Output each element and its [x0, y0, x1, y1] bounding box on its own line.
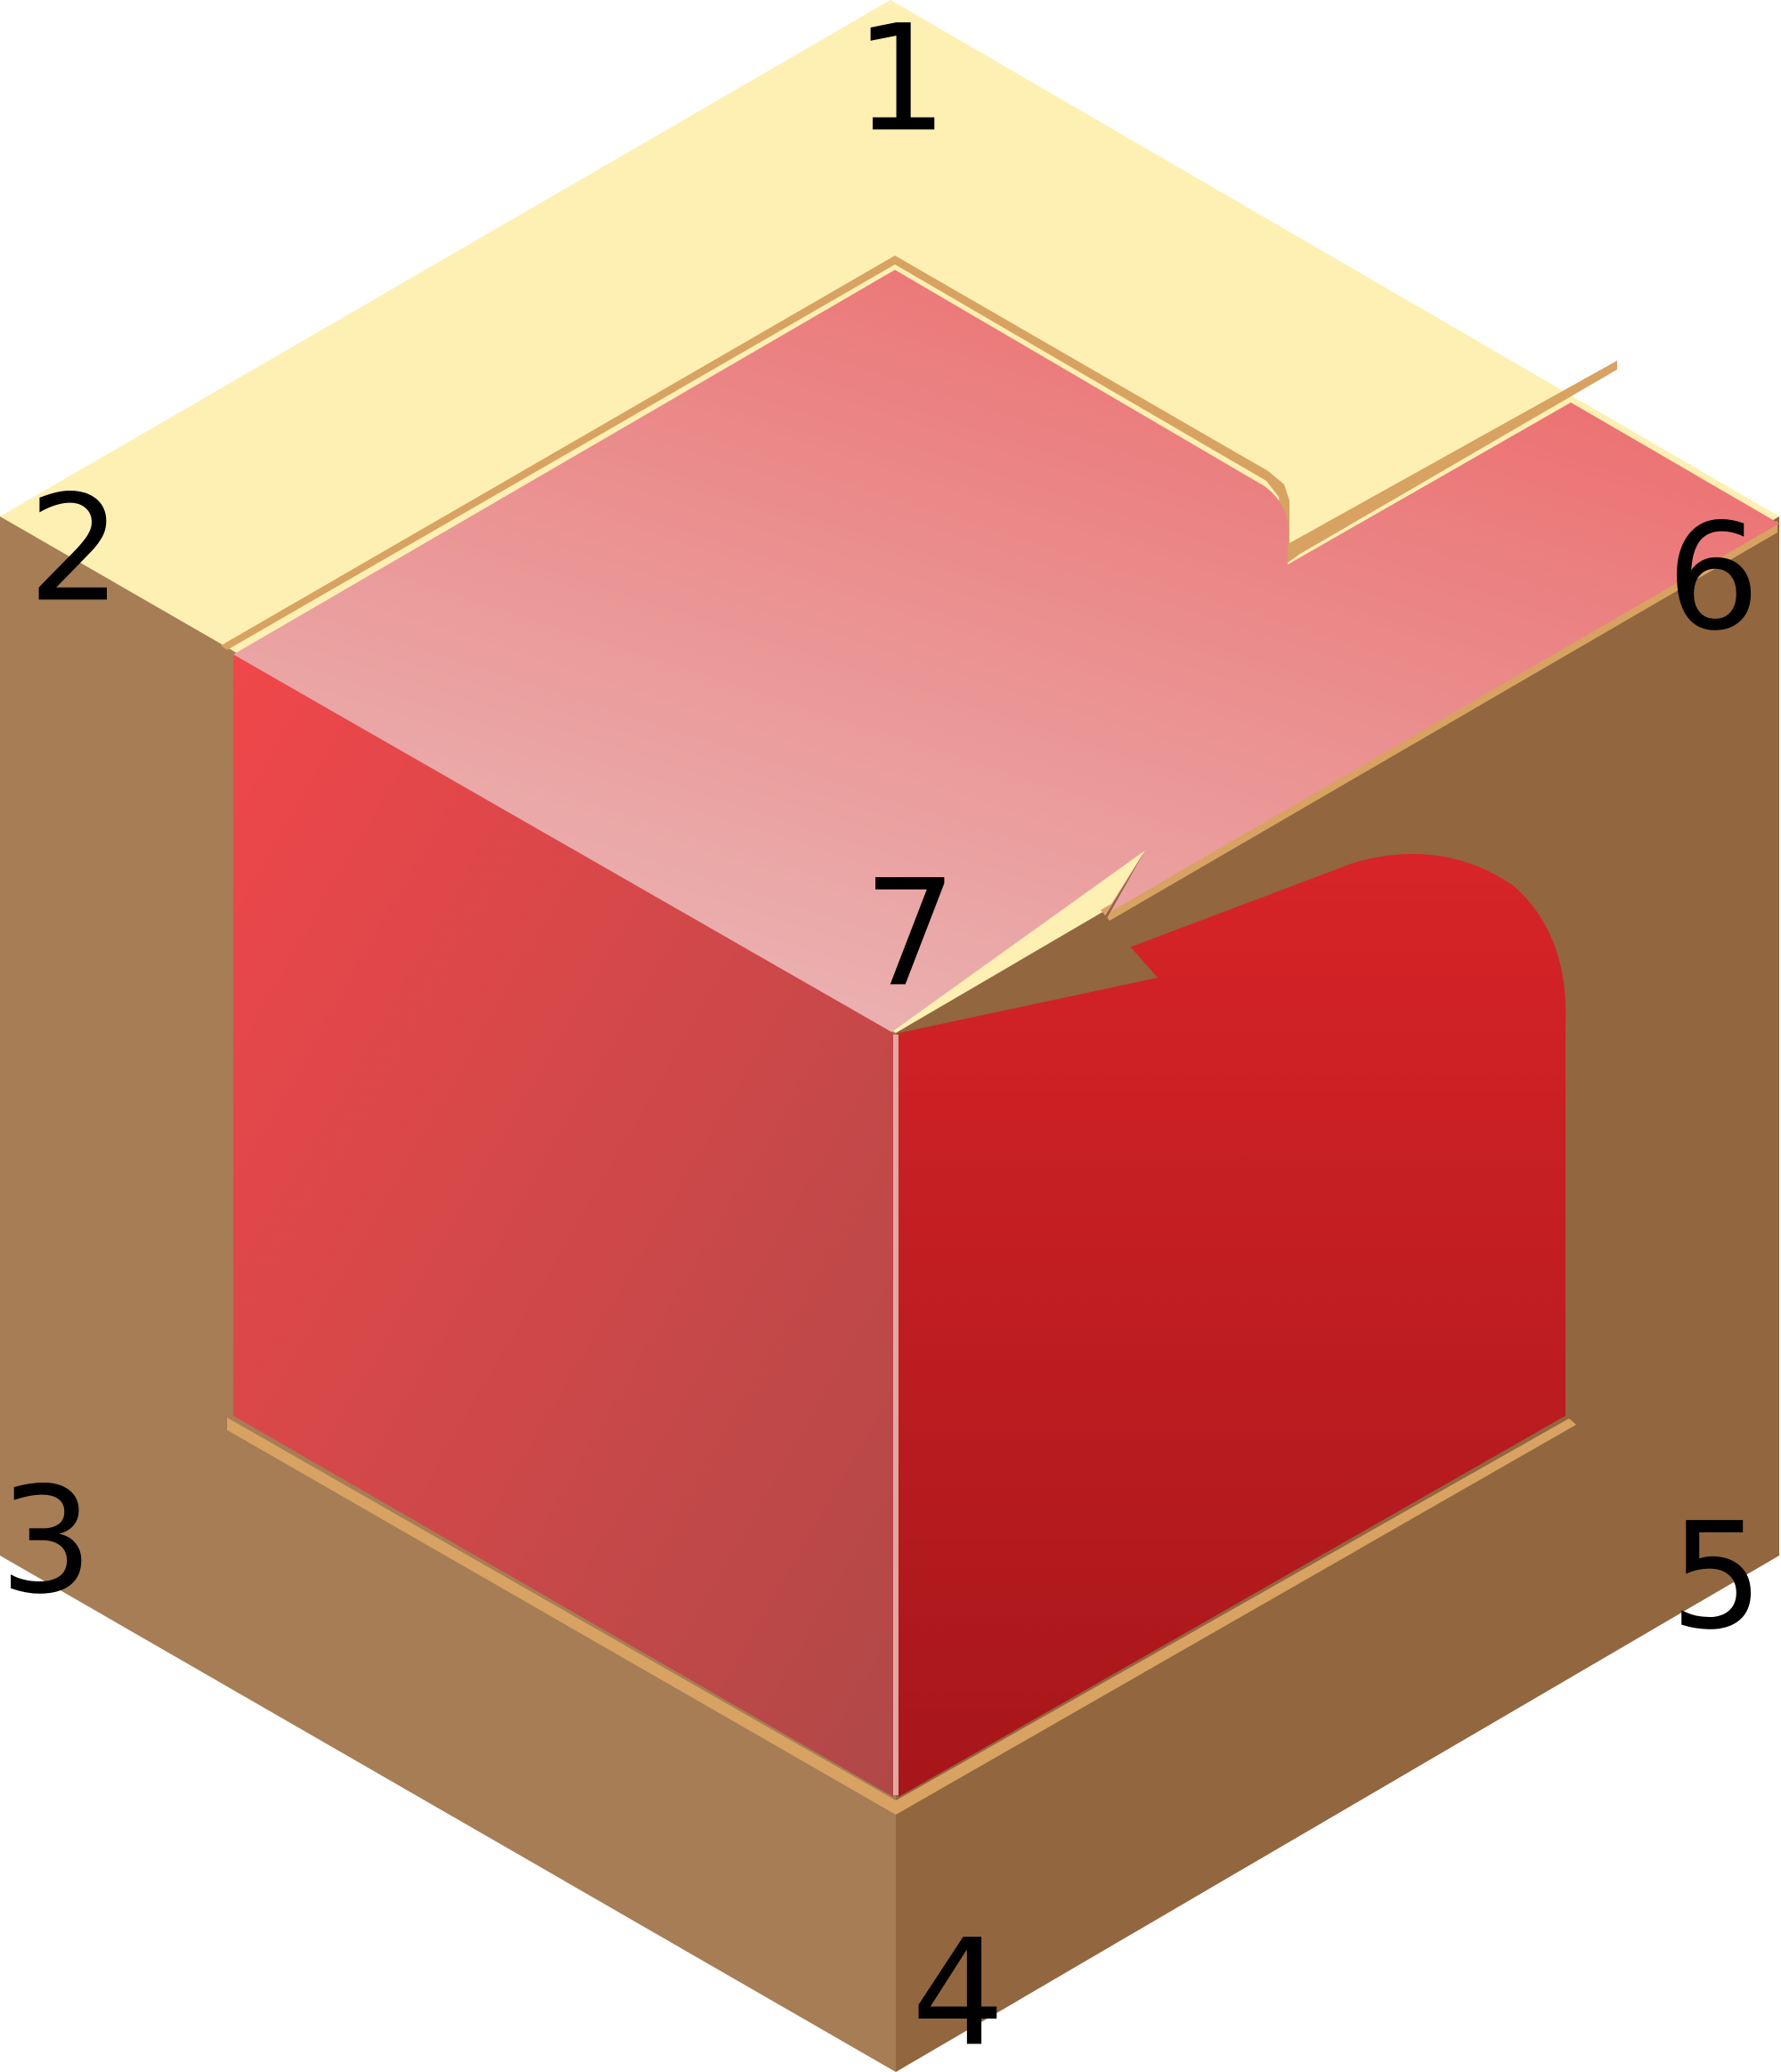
corner-label-4: 4: [912, 1907, 1005, 2072]
corner-label-2: 2: [28, 463, 122, 634]
corner-label-1: 1: [855, 0, 948, 164]
corner-label-3: 3: [0, 1455, 93, 1626]
inner-left-face: [233, 654, 893, 1797]
corner-label-6: 6: [1667, 492, 1761, 662]
inner-right-face: [899, 853, 1566, 1798]
corner-label-5: 5: [1671, 1491, 1764, 1662]
notch-arrow: [899, 850, 1158, 1033]
inner-top-face: [233, 270, 1779, 1033]
corner-label-7: 7: [864, 848, 957, 1019]
